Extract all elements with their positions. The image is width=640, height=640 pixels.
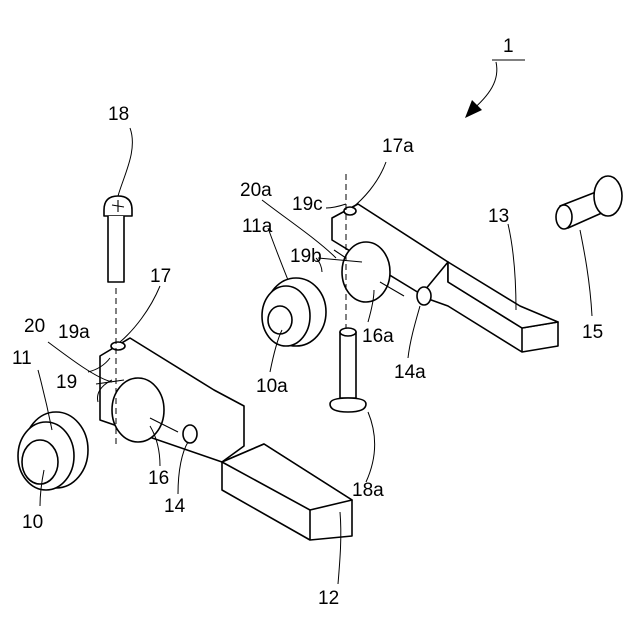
label-side-hole: 14 [164,496,186,517]
pin-15 [556,176,622,229]
assembly-arrow [465,60,525,118]
label-pin: 15 [582,322,603,343]
label-bushing: 10 [22,512,43,533]
label-screw-a: 18a [352,480,384,501]
label-flange-bushing-a: 11a [242,216,273,237]
label-face: 19 [56,372,77,393]
screw-18 [104,196,132,282]
label-face-c: 19c [292,194,323,215]
label-arm-upper: 13 [488,206,509,227]
label-bore-a: 16a [362,326,394,347]
label-hole-top: 17 [150,266,171,287]
label-assembly: 1 [503,36,514,57]
pin-18a [330,328,366,412]
bushing-10a [262,278,326,346]
bushing-10 [18,412,88,490]
label-bushing-a: 10a [256,376,288,397]
label-screw: 18 [108,104,129,125]
label-hole-top-a: 17a [382,136,414,157]
label-slit-a: 20a [240,180,272,201]
label-face-a: 19a [58,322,90,343]
label-bore: 16 [148,468,169,489]
label-face-b: 19b [290,246,322,267]
label-arm-lower: 12 [318,588,339,609]
label-slit: 20 [24,316,45,337]
lower-bracket [96,338,352,540]
label-flange-bushing: 11 [12,348,32,369]
label-side-hole-a: 14a [394,362,426,383]
